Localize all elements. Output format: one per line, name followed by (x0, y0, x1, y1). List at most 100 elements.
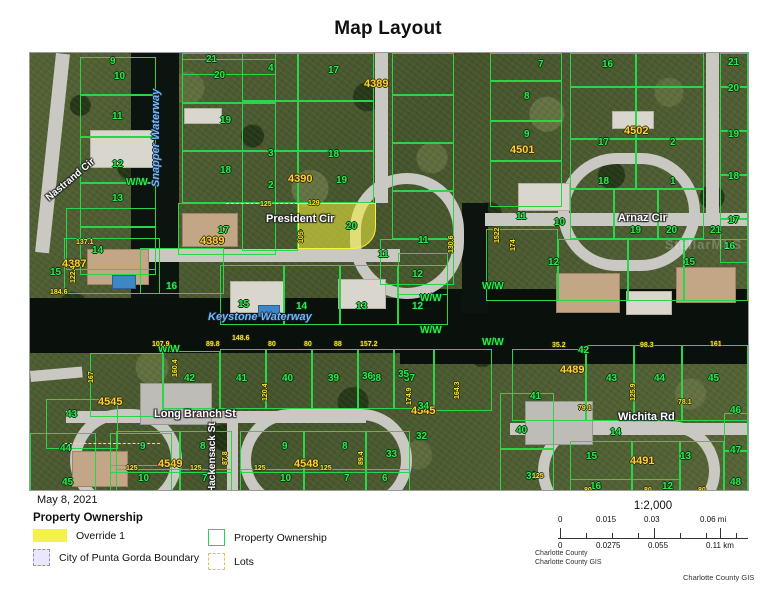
parcel-polygon[interactable] (634, 345, 682, 421)
parcel-polygon[interactable] (66, 208, 156, 270)
parcel-polygon[interactable] (358, 349, 394, 409)
parcel-polygon[interactable] (512, 349, 586, 421)
parcel-polygon[interactable] (116, 469, 180, 490)
lot-dashed-boundary (226, 203, 298, 204)
parcel-polygon[interactable] (284, 265, 340, 325)
parcel-polygon[interactable] (490, 81, 562, 121)
parcel-polygon[interactable] (140, 248, 224, 294)
parcel-polygon[interactable] (680, 441, 724, 490)
building-rooftop (140, 383, 212, 425)
scale-tick-minor (586, 533, 587, 538)
parcel-polygon[interactable] (242, 203, 298, 251)
parcel-polygon[interactable] (394, 349, 434, 409)
parcel-polygon[interactable] (180, 469, 232, 490)
parcel-polygon[interactable] (724, 451, 748, 490)
parcel-polygon[interactable] (80, 137, 156, 183)
scale-label-km-3: 0.11 km (706, 541, 734, 550)
parcel-polygon[interactable] (182, 59, 276, 103)
parcel-polygon[interactable] (570, 87, 636, 139)
scale-tick-bar (558, 527, 748, 539)
parcel-polygon[interactable] (636, 87, 704, 139)
legend-item-label: City of Punta Gorda Boundary (59, 551, 200, 564)
legend-item-label: Override 1 (76, 529, 126, 542)
parcel-polygon[interactable] (628, 239, 684, 301)
parcel-polygon[interactable] (240, 469, 304, 490)
parcel-polygon[interactable] (720, 53, 748, 87)
parcel-polygon[interactable] (392, 53, 454, 95)
parcel-polygon[interactable] (304, 469, 366, 490)
parcel-polygon[interactable] (116, 431, 180, 473)
parcel-polygon[interactable] (558, 239, 628, 301)
parcel-polygon[interactable] (340, 265, 398, 325)
parcel-polygon[interactable] (298, 151, 374, 203)
parcel-polygon[interactable] (80, 57, 156, 95)
parcel-polygon[interactable] (570, 441, 632, 490)
parcel-polygon[interactable] (30, 433, 96, 490)
parcel-polygon[interactable] (490, 53, 562, 81)
parcel-polygon[interactable] (632, 479, 680, 490)
scale-bottom-labels: 0 0.0275 0.055 0.11 km (558, 541, 748, 553)
parcel-polygon[interactable] (298, 101, 374, 151)
parcel-polygon[interactable] (46, 399, 118, 449)
parcel-polygon[interactable] (658, 189, 704, 239)
parcel-polygon[interactable] (434, 349, 492, 411)
parcel-polygon[interactable] (636, 53, 704, 87)
parcel-polygon-selected-override[interactable] (298, 203, 376, 249)
parcel-polygon[interactable] (110, 465, 172, 490)
parcel-polygon[interactable] (380, 239, 454, 285)
parcel-polygon[interactable] (570, 53, 636, 87)
building-rooftop (338, 279, 386, 309)
parcel-polygon[interactable] (500, 449, 554, 490)
scale-tick-minor (612, 533, 613, 538)
parcel-polygon[interactable] (490, 161, 562, 207)
road-vertical-west-center (375, 53, 388, 203)
parcel-polygon[interactable] (500, 393, 554, 449)
parcel-polygon[interactable] (614, 189, 658, 239)
parcel-polygon[interactable] (242, 53, 298, 101)
road-vertical-east (706, 53, 719, 223)
parcel-polygon[interactable] (490, 121, 562, 161)
parcel-polygon[interactable] (636, 139, 704, 189)
parcel-polygon[interactable] (162, 351, 220, 409)
parcel-polygon[interactable] (64, 238, 160, 294)
parcel-polygon[interactable] (720, 131, 748, 175)
parcel-polygon[interactable] (220, 349, 266, 409)
parcel-polygon[interactable] (240, 431, 304, 473)
parcel-polygon[interactable] (80, 95, 156, 137)
map-viewport[interactable]: Snapper Waterway Keystone Waterway Presi… (29, 52, 749, 491)
parcel-polygon[interactable] (724, 413, 748, 451)
parcel-polygon[interactable] (266, 349, 312, 409)
parcel-polygon[interactable] (570, 479, 632, 490)
parcel-polygon[interactable] (220, 265, 284, 325)
parcel-polygon[interactable] (242, 151, 298, 203)
parcel-polygon[interactable] (392, 143, 454, 191)
parcel-polygon[interactable] (366, 469, 410, 490)
parcel-polygon[interactable] (486, 229, 558, 301)
legend-title: Property Ownership (33, 512, 143, 524)
parcel-polygon[interactable] (80, 183, 156, 227)
parcel-polygon[interactable] (180, 431, 232, 473)
parcel-polygon[interactable] (366, 431, 410, 473)
parcel-polygon[interactable] (586, 345, 634, 421)
parcel-polygon[interactable] (182, 103, 276, 151)
parcel-polygon[interactable] (682, 345, 748, 421)
parcel-polygon[interactable] (632, 441, 680, 490)
parcel-polygon[interactable] (720, 175, 748, 219)
parcel-polygon[interactable] (398, 265, 448, 325)
override-swatch-icon (33, 529, 67, 542)
parcel-polygon[interactable] (570, 139, 636, 189)
parcel-polygon[interactable] (570, 189, 614, 239)
parcel-polygon[interactable] (398, 253, 448, 295)
parcel-polygon[interactable] (182, 151, 276, 203)
parcel-polygon[interactable] (304, 431, 366, 473)
parcel-polygon[interactable] (242, 101, 298, 151)
parcel-polygon[interactable] (684, 239, 748, 301)
parcel-polygon[interactable] (720, 87, 748, 131)
lot-dashed-boundary (64, 443, 160, 444)
map-canvas[interactable]: Snapper Waterway Keystone Waterway Presi… (30, 53, 748, 490)
parcel-polygon[interactable] (392, 191, 454, 239)
parcel-polygon[interactable] (90, 353, 164, 417)
parcel-polygon[interactable] (392, 95, 454, 143)
parcel-polygon[interactable] (298, 53, 374, 101)
parcel-polygon[interactable] (312, 349, 358, 409)
